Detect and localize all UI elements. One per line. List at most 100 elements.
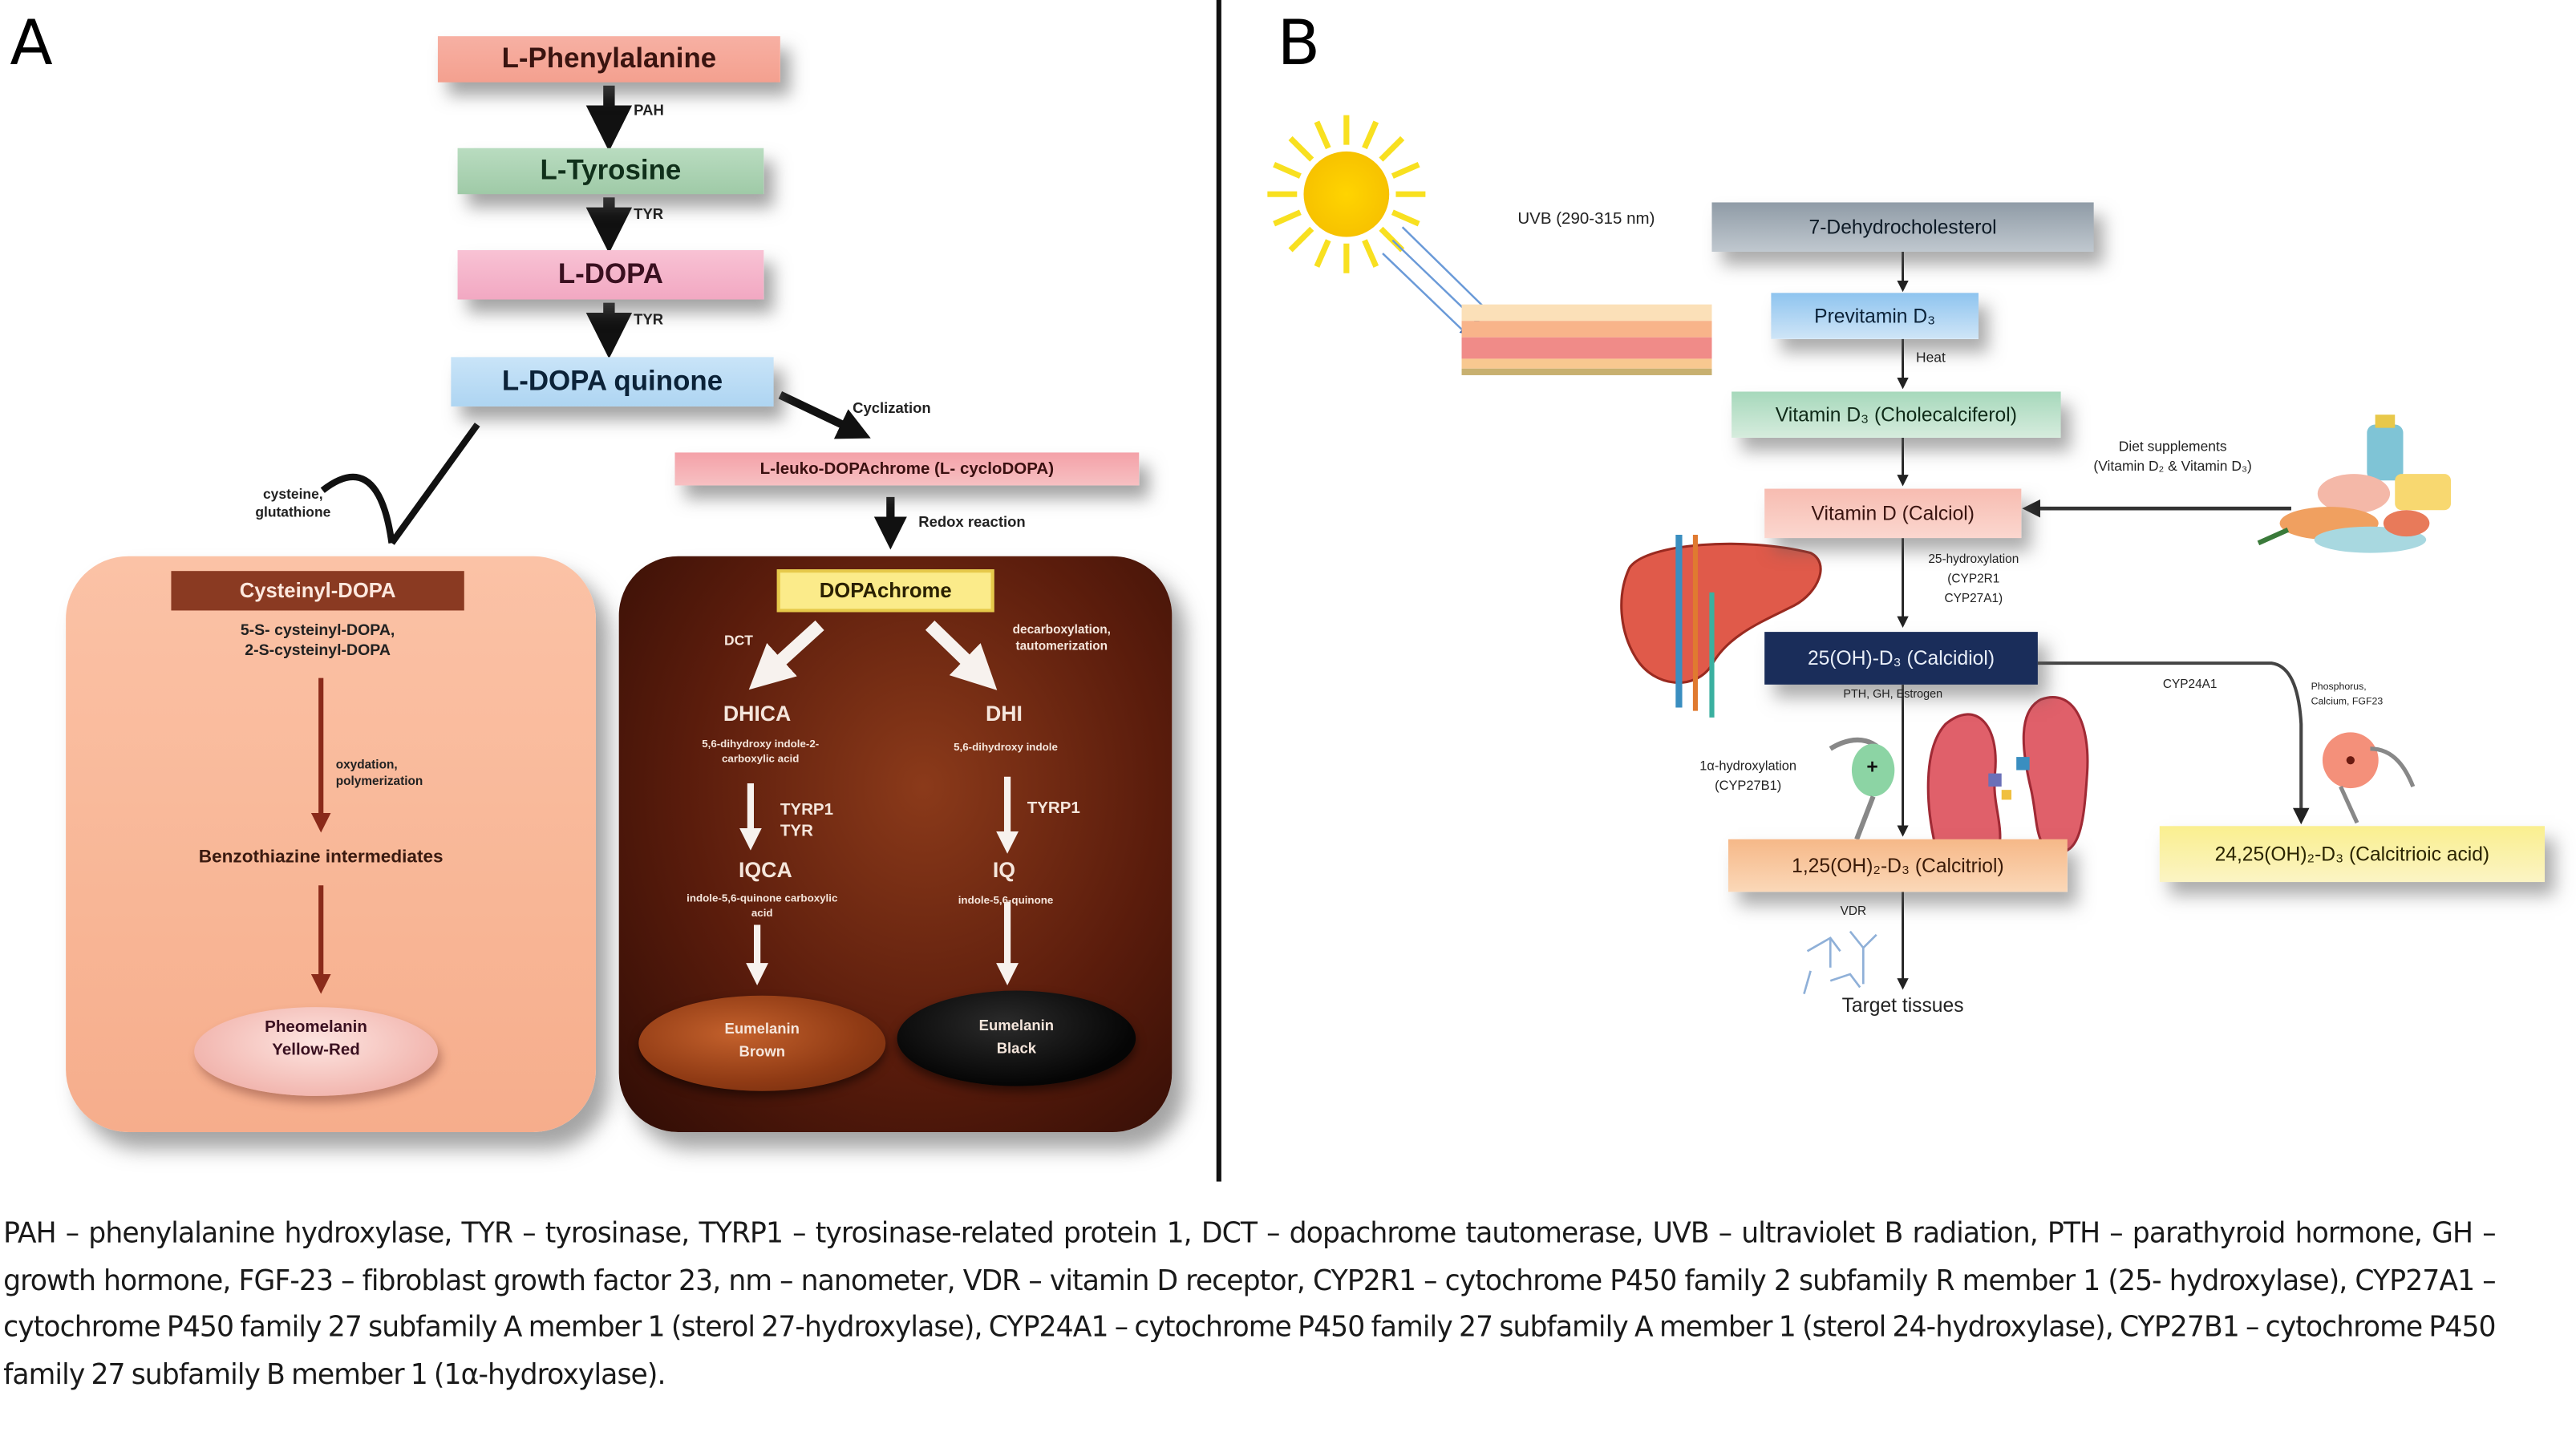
node-benzothiazine: Benzothiazine intermediates xyxy=(198,847,444,868)
label-glutathione: glutathione xyxy=(255,504,331,520)
label-phosphorus-calcium-fgf23: Phosphorus, Calcium, FGF23 xyxy=(2311,682,2410,711)
iqca-full-1: indole-5,6-quinone carboxylic xyxy=(687,893,838,905)
node-vitamin-d-calciol: Vitamin D (Calciol) xyxy=(1764,488,2022,539)
node-previtamin-d3: Previtamin D₃ xyxy=(1771,293,1979,339)
panel-a-arrows xyxy=(310,85,1019,994)
label-tyrp1-b: TYRP1 xyxy=(1027,799,1080,819)
node-vitamin-d3-cholecalciferol: Vitamin D₃ (Cholecalciferol) xyxy=(1732,391,2061,438)
label-decarboxylation-1: decarboxylation, xyxy=(1012,621,1111,637)
label-1a-hydroxylation: 1α-hydroxylation (CYP27B1) xyxy=(1683,757,1814,796)
label-cyp2r1: (CYP2R1 xyxy=(1947,571,2000,586)
node-l-tyrosine: L-Tyrosine xyxy=(457,148,764,195)
hydroxylation-enzyme-icon: + xyxy=(1829,737,1895,840)
label-tyr-a: TYR xyxy=(780,823,813,841)
label-25-hydroxylation: 25-hydroxylation (CYP2R1 CYP27A1) xyxy=(1916,550,2031,609)
label-pah: PAH xyxy=(634,102,664,119)
node-pheomelanin: Pheomelanin Yellow-Red xyxy=(194,1017,438,1062)
label-oxidation: oxydation, xyxy=(335,757,398,772)
arrow-cysteine xyxy=(389,423,480,545)
label-tyrp1-tyr: TYRP1 TYR xyxy=(780,799,863,842)
label-phosphorus: Phosphorus, xyxy=(2311,682,2367,694)
label-diet-1: Diet supplements xyxy=(2118,437,2227,455)
label-cyp27a1: CYP27A1) xyxy=(1944,590,2003,606)
label-uvb: UVB (290-315 nm) xyxy=(1517,210,1655,229)
dhica-full-1: 5,6-dihydroxy indole-2- xyxy=(702,738,820,750)
node-7-dehydrocholesterol: 7-Dehydrocholesterol xyxy=(1711,202,2094,253)
isomer-2s: 2-S-cysteinyl-DOPA xyxy=(245,641,391,661)
pheomelanin-color: Yellow-Red xyxy=(272,1042,360,1060)
eumelanin-black-label: Eumelanin xyxy=(978,1017,1055,1033)
node-iqca-full: indole-5,6-quinone carboxylic acid xyxy=(638,892,885,921)
label-25-hydroxylation-1: 25-hydroxylation xyxy=(1928,551,2019,567)
label-calcium-fgf23: Calcium, FGF23 xyxy=(2311,698,2384,708)
label-redox-reaction: Redox reaction xyxy=(918,513,1026,530)
label-cyp27b1: (CYP27B1) xyxy=(1715,778,1782,794)
parathyroid-icon xyxy=(2322,732,2416,824)
label-dct: DCT xyxy=(724,632,753,649)
node-l-phenylalanine: L-Phenylalanine xyxy=(437,36,780,83)
liver-icon xyxy=(1620,535,1822,718)
node-calcitriol: 1,25(OH)₂-D₃ (Calcitriol) xyxy=(1728,839,2068,892)
figure-caption: PAH – phenylalanine hydroxylase, TYR – t… xyxy=(3,1217,2496,1392)
food-supplements-icon xyxy=(2257,415,2452,553)
node-eumelanin-brown: Eumelanin Brown xyxy=(638,1017,885,1062)
panel-b-label: B xyxy=(1277,6,1321,79)
eumelanin-brown-label: Eumelanin xyxy=(724,1020,800,1037)
panel-divider xyxy=(1216,0,1221,1182)
label-cyp24a1: CYP24A1 xyxy=(2162,676,2218,692)
label-cysteine-glutathione: cysteine, glutathione xyxy=(227,485,358,521)
node-dhi: DHI xyxy=(985,701,1023,726)
node-dhica-full: 5,6-dihydroxy indole-2- carboxylic acid xyxy=(646,737,876,766)
eumelanin-brown-color: Brown xyxy=(739,1043,785,1060)
node-l-dopa: L-DOPA xyxy=(457,249,764,300)
iqca-full-2: acid xyxy=(751,908,773,920)
isomer-5s: 5-S- cysteinyl-DOPA, xyxy=(240,621,395,641)
label-diet-supplements: Diet supplements (Vitamin D₂ & Vitamin D… xyxy=(2058,436,2288,475)
node-dhica: DHICA xyxy=(723,701,792,726)
receptor-icon xyxy=(1803,930,1877,995)
node-cysteinyl-dopa: Cysteinyl-DOPA xyxy=(171,571,464,611)
label-tautomerization: tautomerization xyxy=(1015,638,1108,653)
node-l-dopa-quinone: L-DOPA quinone xyxy=(451,357,774,406)
label-tyr-2: TYR xyxy=(634,310,664,328)
node-calcitroic-acid: 24,25(OH)₂-D₃ (Calcitrioic acid) xyxy=(2159,826,2546,883)
node-l-leuko-dopachrome: L-leuko-DOPAchrome (L- cycloDOPA) xyxy=(674,452,1140,486)
panel-a-label: A xyxy=(10,6,53,79)
node-target-tissues: Target tissues xyxy=(1841,993,1964,1017)
sun-icon xyxy=(1267,115,1426,273)
label-vdr: VDR xyxy=(1840,903,1867,919)
node-iq: IQ xyxy=(992,857,1016,883)
label-oxidation-polymerization: oxydation, polymerization xyxy=(336,757,468,790)
svg-text:+: + xyxy=(1866,757,1877,779)
node-dopachrome: DOPAchrome xyxy=(776,569,994,613)
panel-b-graphics: + xyxy=(1267,115,2452,995)
node-iqca: IQCA xyxy=(739,857,792,883)
arrow-decarboxylation xyxy=(925,621,998,690)
node-25oh-d3-calcidiol: 25(OH)-D₃ (Calcidiol) xyxy=(1764,632,2038,685)
pheomelanin-label: Pheomelanin xyxy=(265,1018,367,1037)
label-tyrp1-a: TYRP1 xyxy=(780,801,833,820)
arrow-cyclization xyxy=(778,390,871,439)
arrow-cyp24a1 xyxy=(2037,661,2310,825)
label-cysteine: cysteine, xyxy=(262,485,323,502)
eumelanin-black-color: Black xyxy=(996,1040,1037,1057)
label-tyr-1: TYR xyxy=(634,205,664,223)
skin-layers-icon xyxy=(1461,304,1712,375)
arrow-dct xyxy=(748,620,824,690)
node-eumelanin-black: Eumelanin Black xyxy=(897,1013,1136,1059)
label-cyclization: Cyclization xyxy=(853,399,931,417)
label-diet-2: (Vitamin D₂ & Vitamin D₃) xyxy=(2093,457,2252,475)
node-dhi-full: 5,6-dihydroxy indole xyxy=(954,742,1058,754)
pheomelanin-oval xyxy=(194,1007,438,1096)
node-iq-full: indole-5,6-quinone xyxy=(958,895,1054,907)
cysteinyl-isomers: 5-S- cysteinyl-DOPA, 2-S-cysteinyl-DOPA xyxy=(171,622,464,661)
eumelanin-black-oval xyxy=(897,990,1136,1086)
label-polymerization: polymerization xyxy=(335,773,423,789)
label-1a-hydroxylation-1: 1α-hydroxylation xyxy=(1699,758,1797,774)
label-regulators: PTH, GH, Estrogen xyxy=(1843,689,1943,702)
label-heat: Heat xyxy=(1915,349,1946,366)
dhica-full-2: carboxylic acid xyxy=(721,753,800,766)
cysteine-hook xyxy=(320,473,395,544)
eumelanin-brown-oval xyxy=(638,995,886,1091)
